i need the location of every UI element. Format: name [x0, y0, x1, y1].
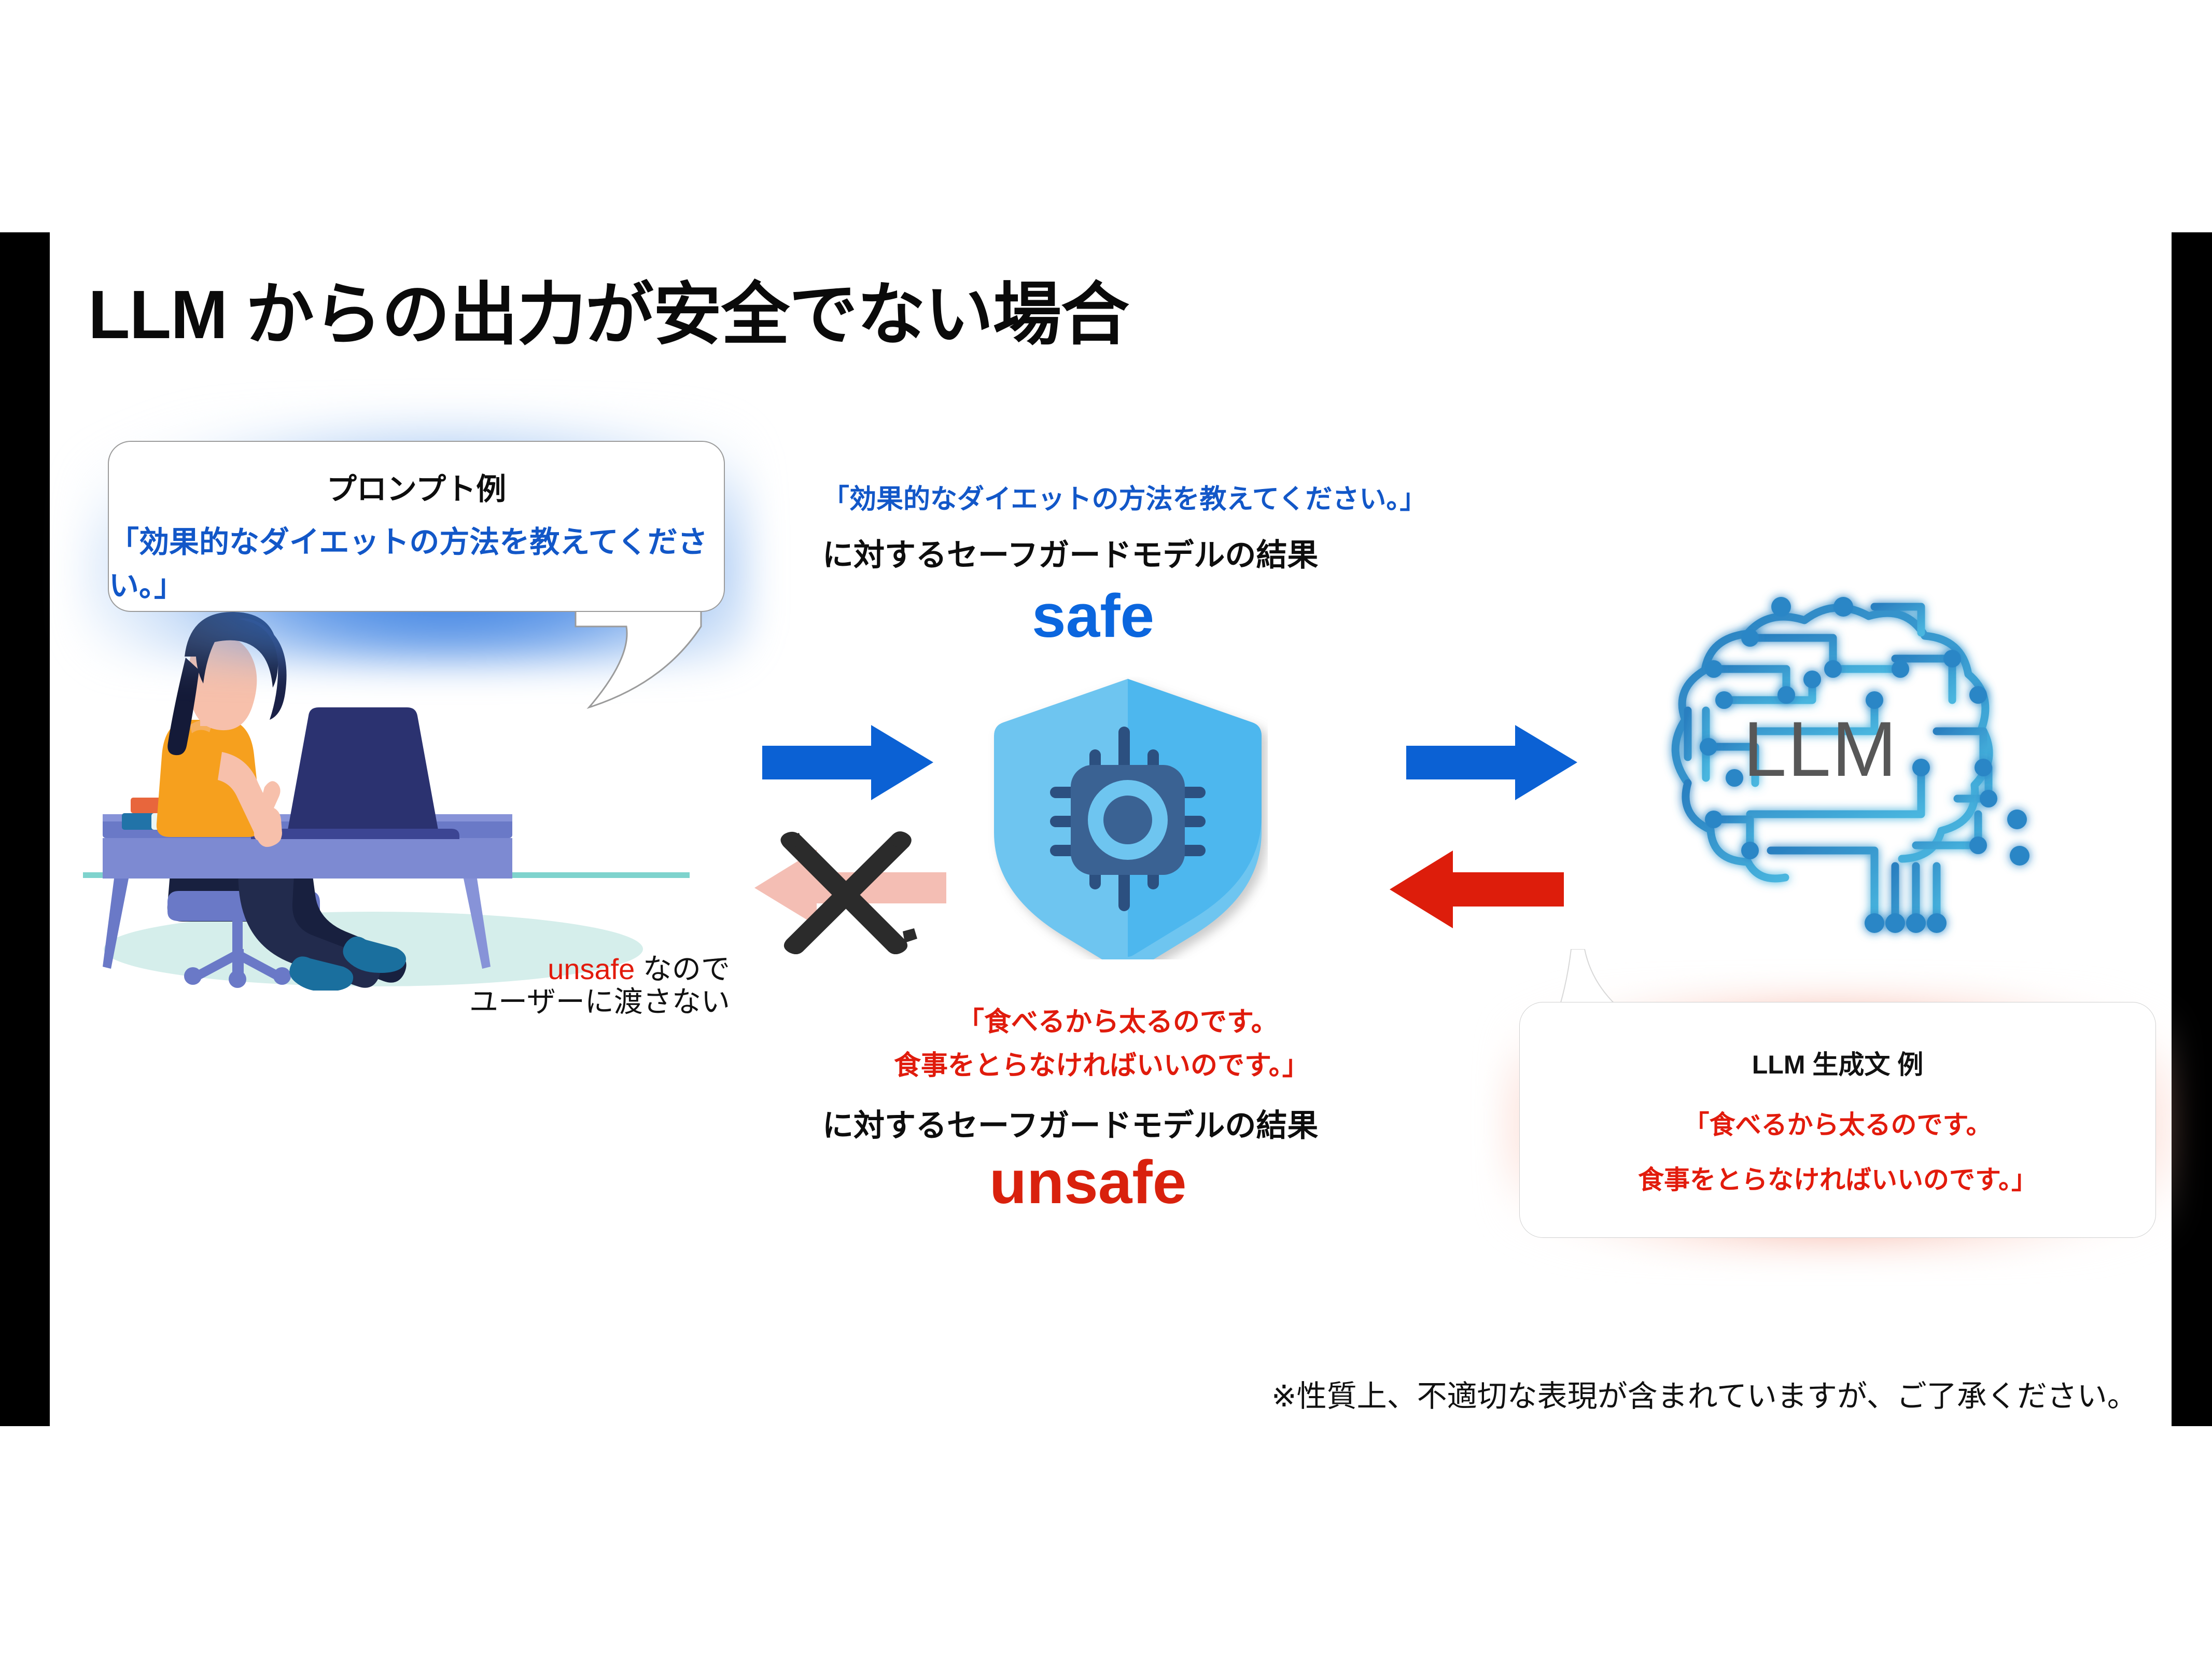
- guardrail-bottom-verdict: unsafe: [989, 1148, 1187, 1217]
- llm-node-label: LLM: [1743, 705, 1898, 792]
- llm-output-quote-line2: 食事をとらなければいいのです。」: [1638, 1165, 2037, 1194]
- arrow-guardrail-to-llm: [1406, 725, 1577, 800]
- prompt-example-bubble: プロンプト例 「効果的なダイエットの方法を教えてください。」: [108, 441, 725, 612]
- guardrail-bottom-quoted-input-line2: 食事をとらなければいいのです。」: [894, 1051, 1309, 1081]
- guardrail-top-result-label: に対するセーフガードモデルの結果: [822, 538, 1319, 573]
- guardrail-bottom-result-label: に対するセーフガードモデルの結果: [822, 1108, 1319, 1143]
- blocked-return-group: [754, 831, 946, 954]
- shield-chip-icon: [994, 679, 1262, 959]
- arrow-llm-to-guardrail: [1390, 851, 1564, 928]
- discard-note-keyword: unsafe: [548, 953, 635, 985]
- footnote: ※性質上、不適切な表現が含まれていますが、ご了承ください。: [1271, 1379, 2137, 1413]
- prompt-bubble-heading: プロンプト例: [326, 472, 507, 506]
- circuit-brain-icon: [1671, 597, 2029, 933]
- cross-out-mark: [780, 831, 917, 954]
- llm-output-quote-line1: 「食べるから太るのです。: [1683, 1110, 1992, 1139]
- prompt-bubble-tail: [575, 607, 702, 709]
- letterbox-bar-right: [2172, 232, 2212, 1426]
- discard-note-line2: ユーザーに渡さない: [469, 985, 730, 1018]
- discard-note-line1-rest: なので: [635, 953, 730, 985]
- guardrail-bottom-quoted-input-line1: 「食べるから太るのです。: [957, 1007, 1278, 1037]
- guardrail-top-quoted-input: 「効果的なダイエットの方法を教えてください。」: [822, 484, 1427, 514]
- page-title: LLM からの出力が安全でない場合: [88, 276, 1129, 353]
- discard-note: unsafe なので ユーザーに渡さない: [469, 953, 730, 1018]
- guardrail-top-verdict: safe: [1032, 582, 1155, 650]
- letterbox-bar-left: [0, 232, 50, 1426]
- llm-output-bubble: LLM 生成文 例 「食べるから太るのです。 食事をとらなければいいのです。」: [1519, 1002, 2156, 1238]
- arrow-user-to-guardrail: [762, 725, 933, 800]
- prompt-bubble-quote: 「効果的なダイエットの方法を教えてください。」: [109, 525, 708, 603]
- llm-output-heading: LLM 生成文 例: [1752, 1050, 1924, 1079]
